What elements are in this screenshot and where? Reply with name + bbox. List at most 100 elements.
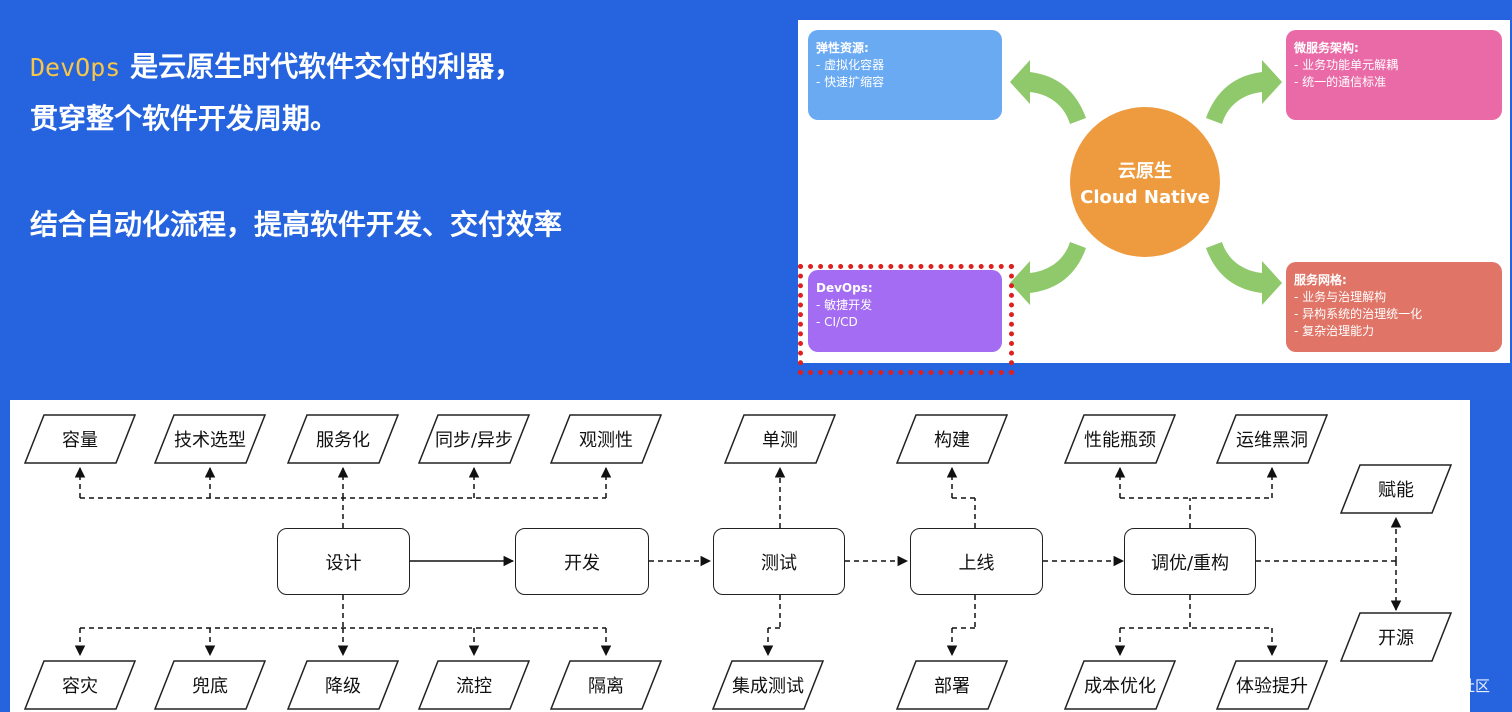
item-empower: 赋能	[1340, 464, 1452, 514]
parallelogram-shape	[550, 414, 662, 464]
item-servitization: 服务化	[287, 414, 399, 464]
parallelogram-shape	[1340, 464, 1452, 514]
card-elastic-item: - 虚拟化容器	[816, 58, 885, 73]
parallelogram-shape	[724, 414, 836, 464]
item-integration-test: 集成测试	[712, 660, 824, 710]
card-devops: DevOps: - 敏捷开发 - CI/CD	[808, 270, 1002, 352]
item-build: 构建	[896, 414, 1008, 464]
parallelogram-shape	[154, 660, 266, 710]
item-disaster: 容灾	[24, 660, 136, 710]
item-open-source-label: 开源	[1378, 628, 1414, 649]
parallelogram-shape	[1340, 612, 1452, 662]
devops-highlight-box	[798, 264, 1014, 375]
arrow-to-mesh	[1206, 242, 1282, 305]
item-observability: 观测性	[550, 414, 662, 464]
item-capacity: 容量	[24, 414, 136, 464]
headline-line2: 贯穿整个软件开发周期。	[30, 102, 339, 135]
stage-launch: 上线	[910, 528, 1043, 595]
item-ops-blackhole: 运维黑洞	[1216, 414, 1328, 464]
parallelogram-shape	[287, 414, 399, 464]
parallelogram-shape	[418, 660, 530, 710]
parallelogram-shape	[1064, 414, 1176, 464]
item-capacity-label: 容量	[62, 430, 98, 451]
card-microservice-item: - 业务功能单元解耦	[1294, 58, 1399, 73]
item-unit-test-label: 单测	[762, 430, 798, 451]
stage-develop: 开发	[515, 528, 649, 595]
card-mesh-item: - 复杂治理能力	[1294, 324, 1375, 339]
item-ux-improve: 体验提升	[1216, 660, 1328, 710]
item-sync-async-label: 同步/异步	[434, 430, 514, 451]
arrow-to-microservice	[1206, 60, 1282, 124]
card-devops-title: DevOps:	[816, 281, 873, 295]
card-microservice-item: - 统一的通信标准	[1294, 75, 1387, 90]
item-isolation-label: 隔离	[588, 676, 624, 697]
parallelogram-shape	[24, 414, 136, 464]
item-deploy: 部署	[896, 660, 1008, 710]
parallelogram-shape	[896, 660, 1008, 710]
item-observability-label: 观测性	[579, 430, 633, 451]
item-tech-selection: 技术选型	[154, 414, 266, 464]
item-empower-label: 赋能	[1378, 480, 1414, 501]
headline-line1-rest: 是云原生时代软件交付的利器，	[130, 50, 523, 83]
item-deploy-label: 部署	[934, 676, 970, 697]
card-mesh-title: 服务网格:	[1294, 273, 1347, 287]
parallelogram-shape	[1216, 414, 1328, 464]
item-open-source: 开源	[1340, 612, 1452, 662]
item-cost-opt: 成本优化	[1064, 660, 1176, 710]
item-isolation: 隔离	[550, 660, 662, 710]
card-mesh-item: - 业务与治理解构	[1294, 290, 1387, 305]
item-build-label: 构建	[934, 430, 970, 451]
card-mesh: 服务网格: - 业务与治理解构 - 异构系统的治理统一化 - 复杂治理能力	[1286, 262, 1502, 352]
parallelogram-shape	[287, 660, 399, 710]
parallelogram-shape	[1064, 660, 1176, 710]
card-mesh-item: - 异构系统的治理统一化	[1294, 307, 1423, 322]
cloud-native-diagram: 弹性资源: - 虚拟化容器 - 快速扩缩容 微服务架构: - 业务功能单元解耦 …	[798, 20, 1510, 363]
item-unit-test: 单测	[724, 414, 836, 464]
headline-line1: DevOps 是云原生时代软件交付的利器，	[30, 50, 522, 84]
flow-connectors	[74, 466, 1402, 657]
card-elastic-item: - 快速扩缩容	[816, 75, 885, 90]
card-devops-item: - CI/CD	[816, 315, 858, 330]
curved-arrows	[1010, 60, 1282, 305]
item-integration-test-label: 集成测试	[732, 676, 804, 697]
headline-line3: 结合自动化流程，提高软件开发、交付效率	[30, 208, 563, 241]
item-servitization-label: 服务化	[316, 430, 370, 451]
item-fallback-label: 兜底	[192, 676, 228, 697]
item-ux-improve-label: 体验提升	[1236, 676, 1308, 697]
devops-brand-text: DevOps	[30, 53, 121, 82]
item-cost-opt-label: 成本优化	[1084, 676, 1156, 697]
item-fallback: 兜底	[154, 660, 266, 710]
item-degrade: 降级	[287, 660, 399, 710]
stage-design: 设计	[277, 528, 410, 595]
center-title-zh: 云原生	[1118, 160, 1172, 182]
item-degrade-label: 降级	[325, 676, 361, 697]
stage-test: 测试	[713, 528, 845, 595]
parallelogram-shape	[712, 660, 824, 710]
item-flow-control: 流控	[418, 660, 530, 710]
item-ops-blackhole-label: 运维黑洞	[1236, 430, 1308, 451]
site-watermark: @稀土掘金技术社区	[1354, 677, 1490, 695]
arrow-to-devops	[1010, 242, 1086, 305]
center-title-en: Cloud Native	[1080, 186, 1210, 208]
card-elastic-title: 弹性资源:	[816, 41, 869, 55]
item-flow-control-label: 流控	[456, 676, 492, 697]
cloud-native-circle: 云原生 Cloud Native	[1070, 107, 1220, 257]
parallelogram-shape	[550, 660, 662, 710]
parallelogram-shape	[896, 414, 1008, 464]
card-elastic: 弹性资源: - 虚拟化容器 - 快速扩缩容	[808, 30, 1002, 120]
card-microservice-title: 微服务架构:	[1294, 41, 1359, 55]
item-disaster-label: 容灾	[62, 676, 98, 697]
item-perf-bottleneck-label: 性能瓶颈	[1084, 430, 1156, 451]
stage-tune: 调优/重构	[1124, 528, 1256, 595]
parallelogram-shape	[418, 414, 530, 464]
devops-lifecycle-flow: 设计 开发 测试 上线 调优/重构 容量 技术选型 服务化 同步/异步 观测性 …	[10, 400, 1470, 712]
parallelogram-shape	[24, 660, 136, 710]
item-sync-async: 同步/异步	[418, 414, 530, 464]
parallelogram-shape	[1216, 660, 1328, 710]
arrow-to-elastic	[1010, 60, 1086, 124]
card-microservice: 微服务架构: - 业务功能单元解耦 - 统一的通信标准	[1286, 30, 1502, 120]
card-devops-item: - 敏捷开发	[816, 298, 873, 313]
item-tech-selection-label: 技术选型	[174, 430, 246, 451]
item-perf-bottleneck: 性能瓶颈	[1064, 414, 1176, 464]
parallelogram-shape	[154, 414, 266, 464]
